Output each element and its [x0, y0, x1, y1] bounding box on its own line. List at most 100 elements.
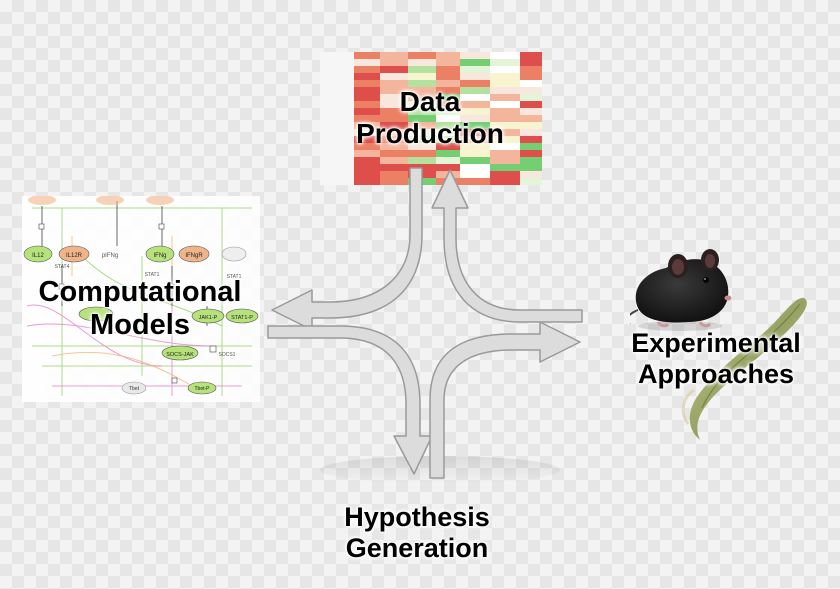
heatmap-cell — [436, 80, 460, 87]
jak1p-node-label: JAK1-P — [199, 315, 218, 321]
heatmap-cell — [380, 136, 408, 143]
heatmap-cell — [408, 122, 436, 129]
heatmap-cell — [408, 80, 436, 87]
heatmap-cell — [460, 80, 490, 87]
heatmap-cell — [354, 122, 380, 129]
heatmap-cell — [354, 101, 380, 108]
arrow-data-to-models — [271, 167, 423, 331]
heatmap-cell — [460, 101, 490, 108]
heatmap-cell — [320, 164, 334, 171]
heatmap-cell — [490, 150, 520, 157]
heatmap-cell — [380, 157, 408, 164]
heatmap-cell — [320, 115, 334, 122]
data-production-line2: Production — [356, 118, 504, 150]
heatmap-cell — [380, 73, 408, 80]
heatmap-cell — [520, 122, 542, 129]
heatmap-cell — [334, 94, 354, 101]
heatmap-cell — [380, 87, 408, 94]
heatmap-cell — [490, 143, 520, 150]
heatmap-cell — [354, 171, 380, 178]
heatmap-cell — [490, 157, 520, 164]
heatmap-cell — [334, 129, 354, 136]
heatmap-cell — [460, 108, 490, 115]
heatmap-cell — [320, 150, 334, 157]
stat4-text: STAT4 — [55, 264, 70, 270]
heatmap-cell — [380, 94, 408, 101]
heatmap-cell — [334, 115, 354, 122]
heatmap-cell — [408, 87, 436, 94]
experimental-approaches-label: Experimental Approaches — [602, 328, 830, 390]
heatmap-cell — [436, 59, 460, 66]
heatmap-cell — [520, 87, 542, 94]
heatmap-cell — [354, 157, 380, 164]
heatmap-cell — [408, 52, 436, 59]
heatmap-cell — [460, 157, 490, 164]
computational-models-line2: Models — [90, 309, 190, 342]
heatmap-cell — [408, 73, 436, 80]
heatmap-cell — [460, 150, 490, 157]
experimental-approaches-line1: Experimental — [631, 328, 801, 358]
heatmap-cell — [490, 171, 520, 178]
heatmap-cell — [436, 164, 460, 171]
il12r-node-label: IL12R — [66, 253, 83, 259]
socs-jak-node-label: SOCS-JAK — [166, 352, 194, 358]
heatmap-cell — [320, 108, 334, 115]
heatmap-cell — [334, 73, 354, 80]
heatmap-cell — [320, 171, 334, 178]
heatmap-cell — [380, 115, 408, 122]
heatmap-cell — [354, 143, 380, 150]
heatmap-cell — [490, 52, 520, 59]
heatmap-cell — [334, 108, 354, 115]
heatmap-cell — [354, 94, 380, 101]
heatmap-cell — [408, 150, 436, 157]
heatmap-cell — [380, 66, 408, 73]
heatmap-cell — [460, 73, 490, 80]
heatmap-cell — [354, 73, 380, 80]
heatmap-cell — [460, 178, 490, 185]
heatmap-cell — [460, 143, 490, 150]
heatmap-cell — [320, 59, 334, 66]
heatmap-cell — [334, 52, 354, 59]
tbet-node-label: Tbet — [129, 386, 140, 392]
heatmap-cell — [334, 80, 354, 87]
mouse-photo — [630, 249, 732, 331]
hypothesis-generation-line1: Hypothesis — [344, 502, 490, 532]
heatmap-cell — [436, 108, 460, 115]
heatmap-cell — [408, 94, 436, 101]
heatmap-cell — [436, 94, 460, 101]
heatmap-cell — [354, 52, 380, 59]
worm-photo — [681, 297, 807, 440]
heatmap-cell — [490, 178, 520, 185]
heatmap-cell — [354, 108, 380, 115]
experimental-approaches-line2: Approaches — [637, 359, 795, 390]
heatmap-cell — [460, 122, 490, 129]
heatmap-cell — [460, 136, 490, 143]
heatmap-cell — [380, 101, 408, 108]
data-production-line1: Data — [399, 86, 461, 117]
heatmap-overlay — [320, 52, 542, 186]
ifng-node-label: IFNg — [153, 253, 166, 259]
heatmap-cell — [320, 101, 334, 108]
heatmap-cell — [334, 136, 354, 143]
stat1p-node-label: STAT1-P — [231, 315, 253, 321]
heatmap-cell — [520, 52, 542, 59]
network-model-image: IL12 IL12R pIFNg IFNg IFNgR STAT1 STAT4 … — [22, 196, 260, 402]
heatmap-cell — [320, 87, 334, 94]
heatmap-cell — [490, 122, 520, 129]
heatmap-cell — [436, 87, 460, 94]
heatmap-cell — [334, 157, 354, 164]
heatmap-cell — [490, 80, 520, 87]
heatmap-cell — [520, 171, 542, 178]
heatmap-cell — [354, 150, 380, 157]
heatmap-cell — [320, 136, 334, 143]
heatmap-cell — [520, 143, 542, 150]
heatmap-cell — [408, 101, 436, 108]
heatmap-cell — [320, 80, 334, 87]
heatmap-cell — [408, 59, 436, 66]
heatmap-cell — [460, 129, 490, 136]
heatmap-cell — [380, 108, 408, 115]
il12-node-label: IL12 — [32, 253, 44, 259]
heatmap-cell — [320, 66, 334, 73]
heatmap-cell — [320, 94, 334, 101]
